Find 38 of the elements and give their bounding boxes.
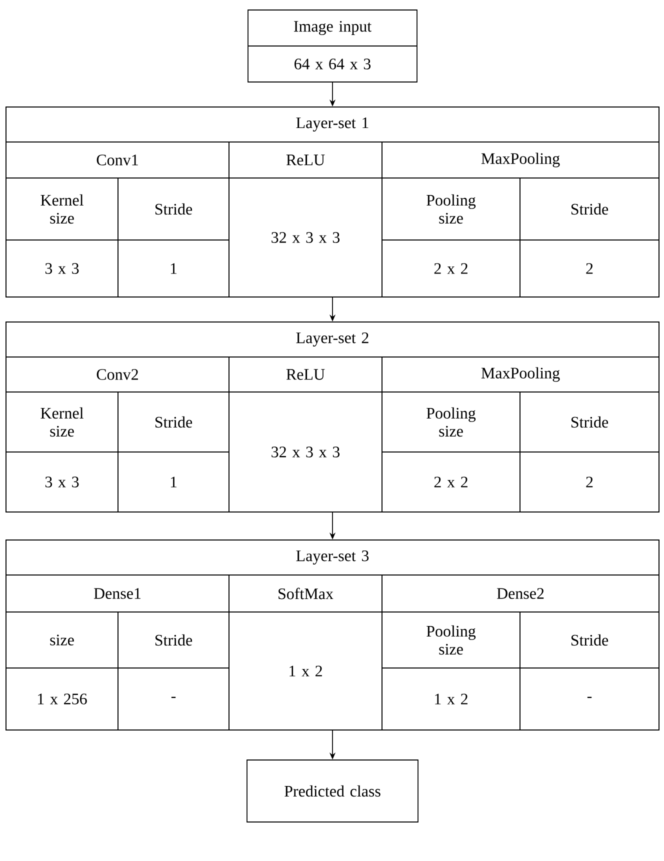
table-cell: ReLU	[228, 142, 382, 178]
table-cell: Pooling size	[382, 612, 520, 668]
table-cell: 1 x 256	[6, 668, 118, 730]
table-cell: Dense1	[6, 574, 230, 612]
table-cell: 2	[520, 452, 660, 512]
table-cell: MaxPooling	[382, 142, 660, 178]
table-cell: 1	[118, 452, 230, 512]
table-cell: Kernel size	[6, 392, 118, 452]
table-cell: 3 x 3	[6, 452, 118, 512]
table-cell: Conv1	[6, 142, 230, 178]
table-cell: -	[118, 668, 230, 730]
table-cell: Pooling size	[382, 178, 520, 240]
table-cell: ReLU	[228, 356, 382, 392]
table-cell: Stride	[520, 392, 660, 452]
table-cell: Pooling size	[382, 392, 520, 452]
table-cell: -	[520, 668, 660, 730]
table-cell: 2 x 2	[382, 240, 520, 298]
table-cell: 2 x 2	[382, 452, 520, 512]
process-box: Predicted class	[246, 760, 418, 822]
table-cell: 32 x 3 x 3	[228, 178, 382, 298]
table-cell: SoftMax	[228, 574, 382, 612]
table-cell: Dense2	[382, 574, 660, 612]
table-cell: 2	[520, 240, 660, 298]
table-cell: 1 x 2	[228, 612, 382, 730]
table-cell: Stride	[520, 178, 660, 240]
table-cell: 1 x 2	[382, 668, 520, 730]
table-cell: Stride	[118, 178, 230, 240]
table-cell: Stride	[520, 612, 660, 668]
process-box: Image input 64 x 64 x 3	[248, 10, 418, 82]
table-cell: Kernel size	[6, 178, 118, 240]
table-cell: 1	[118, 240, 230, 298]
table-cell: Stride	[118, 612, 230, 668]
table-cell: 3 x 3	[6, 240, 118, 298]
table-cell: Conv2	[6, 356, 230, 392]
table-cell: Stride	[118, 392, 230, 452]
table-cell: MaxPooling	[382, 356, 660, 392]
table-cell: 32 x 3 x 3	[228, 392, 382, 512]
table-cell: size	[6, 612, 118, 668]
